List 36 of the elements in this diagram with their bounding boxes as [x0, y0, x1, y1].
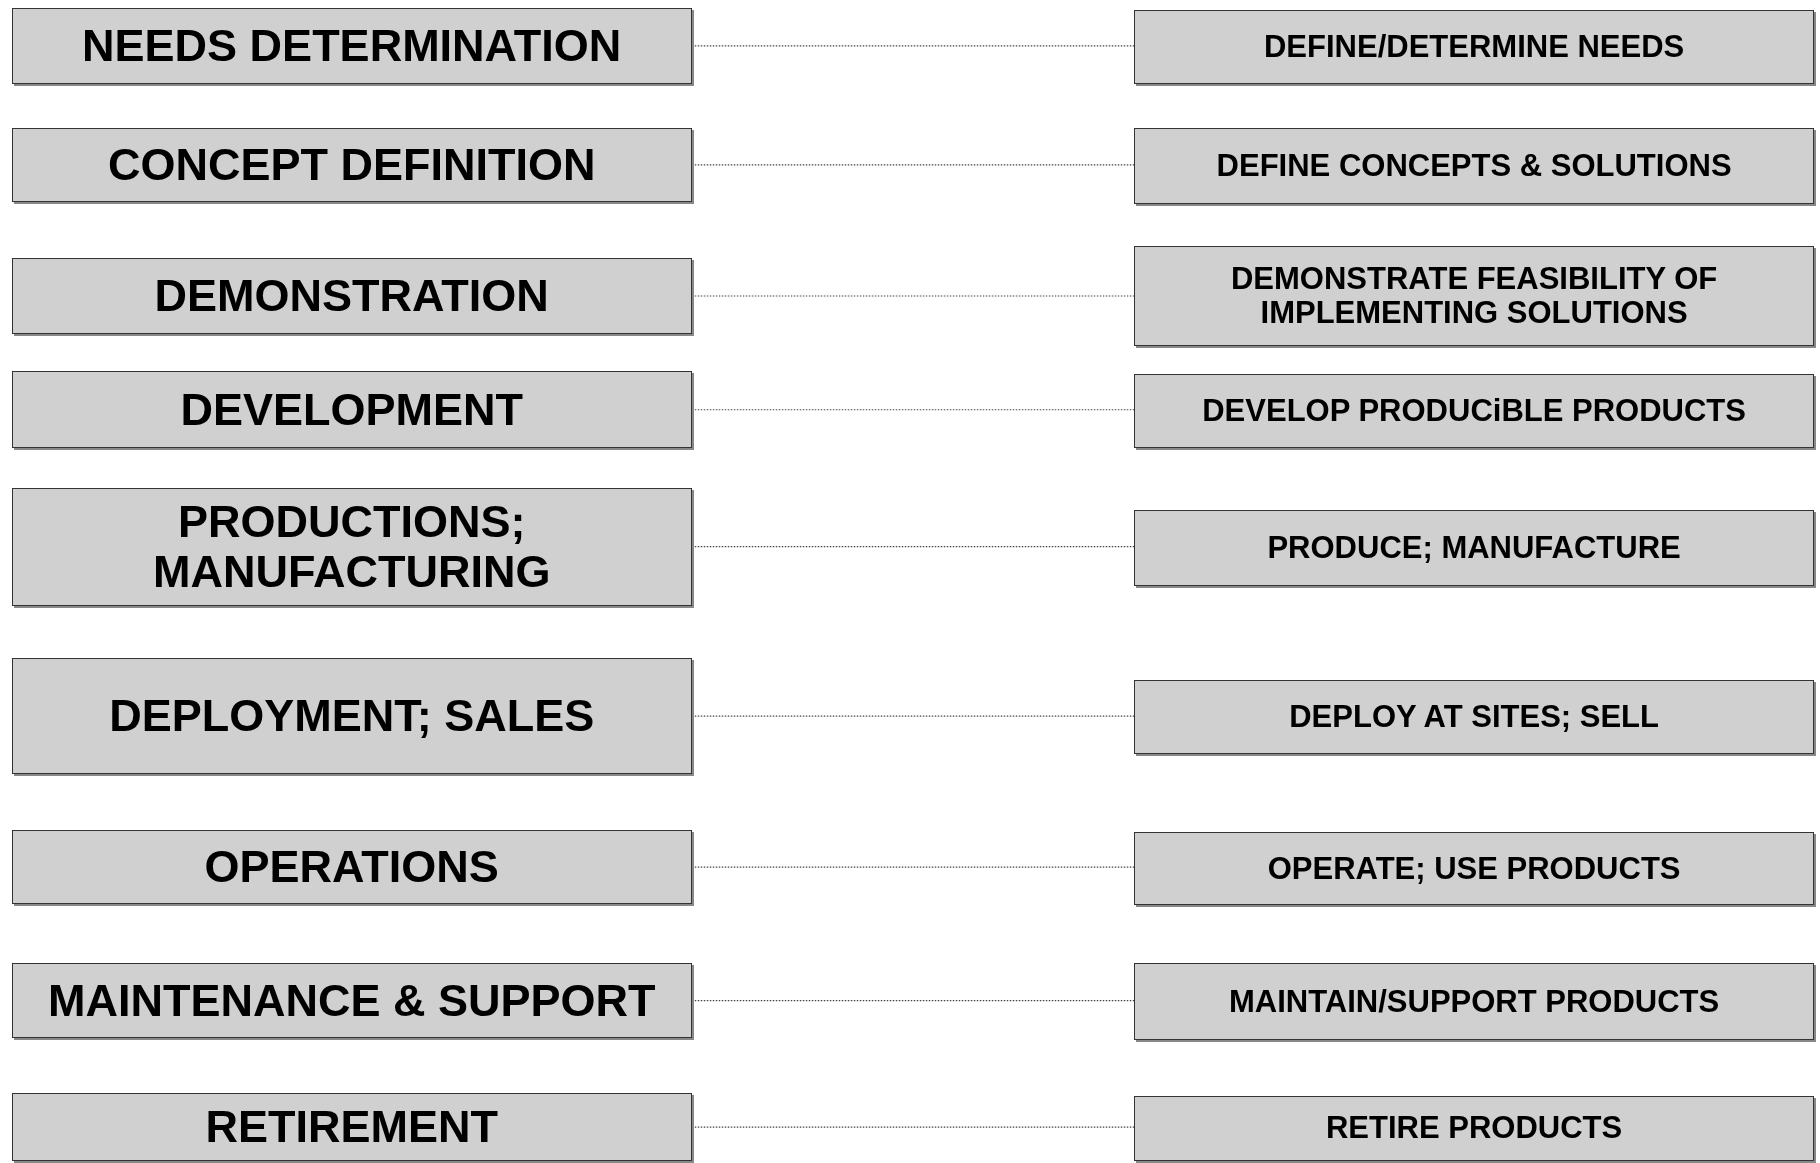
- box-label: RETIRE PRODUCTS: [1325, 1111, 1623, 1146]
- process-box: [1134, 10, 1815, 84]
- box-label: NEEDS DETERMINATION: [82, 21, 622, 71]
- box-label: DEPLOYMENT; SALES: [109, 691, 595, 741]
- box-label: DEPLOY AT SITES; SELL: [1289, 700, 1659, 735]
- process-box: [1134, 509, 1815, 587]
- box-label: DEFINE CONCEPTS & SOLUTIONS: [1216, 148, 1732, 183]
- process-box: [11, 371, 692, 448]
- box-label: OPERATIONS: [204, 842, 499, 892]
- box-label: PRODUCE; MANUFACTURE: [1267, 530, 1681, 565]
- box-label: DEVELOP PRODUCiBLE PRODUCTS: [1202, 393, 1746, 428]
- process-box: [11, 257, 692, 335]
- box-label: RETIREMENT: [205, 1102, 498, 1152]
- process-box: [1134, 246, 1815, 346]
- box-label: DEMONSTRATE FEASIBILITY OF IMPLEMENTING SOLUTIONS: [1229, 261, 1719, 331]
- process-box: [11, 487, 692, 606]
- box-label: MAINTENANCE & SUPPORT: [47, 975, 656, 1026]
- process-box: [11, 658, 692, 775]
- process-box: [11, 829, 692, 905]
- box-label: DEMONSTRATION: [154, 271, 549, 321]
- process-box: [1134, 963, 1815, 1040]
- process-box: [1134, 1095, 1815, 1161]
- box-label: PRODUCTIONS; MANUFACTURING: [151, 497, 552, 597]
- process-box: [11, 963, 692, 1038]
- process-box: [1134, 373, 1815, 449]
- process-box: [11, 8, 692, 84]
- box-label: DEVELOPMENT: [180, 384, 523, 435]
- box-label: DEFINE/DETERMINE NEEDS: [1263, 29, 1685, 65]
- box-label: OPERATE; USE PRODUCTS: [1267, 851, 1681, 886]
- process-box: [11, 127, 692, 202]
- process-box: [1134, 127, 1815, 205]
- box-label: MAINTAIN/SUPPORT PRODUCTS: [1228, 984, 1720, 1019]
- process-box: [11, 1093, 692, 1161]
- process-box: [1134, 680, 1815, 755]
- box-label: CONCEPT DEFINITION: [107, 140, 596, 190]
- process-box: [1134, 832, 1815, 906]
